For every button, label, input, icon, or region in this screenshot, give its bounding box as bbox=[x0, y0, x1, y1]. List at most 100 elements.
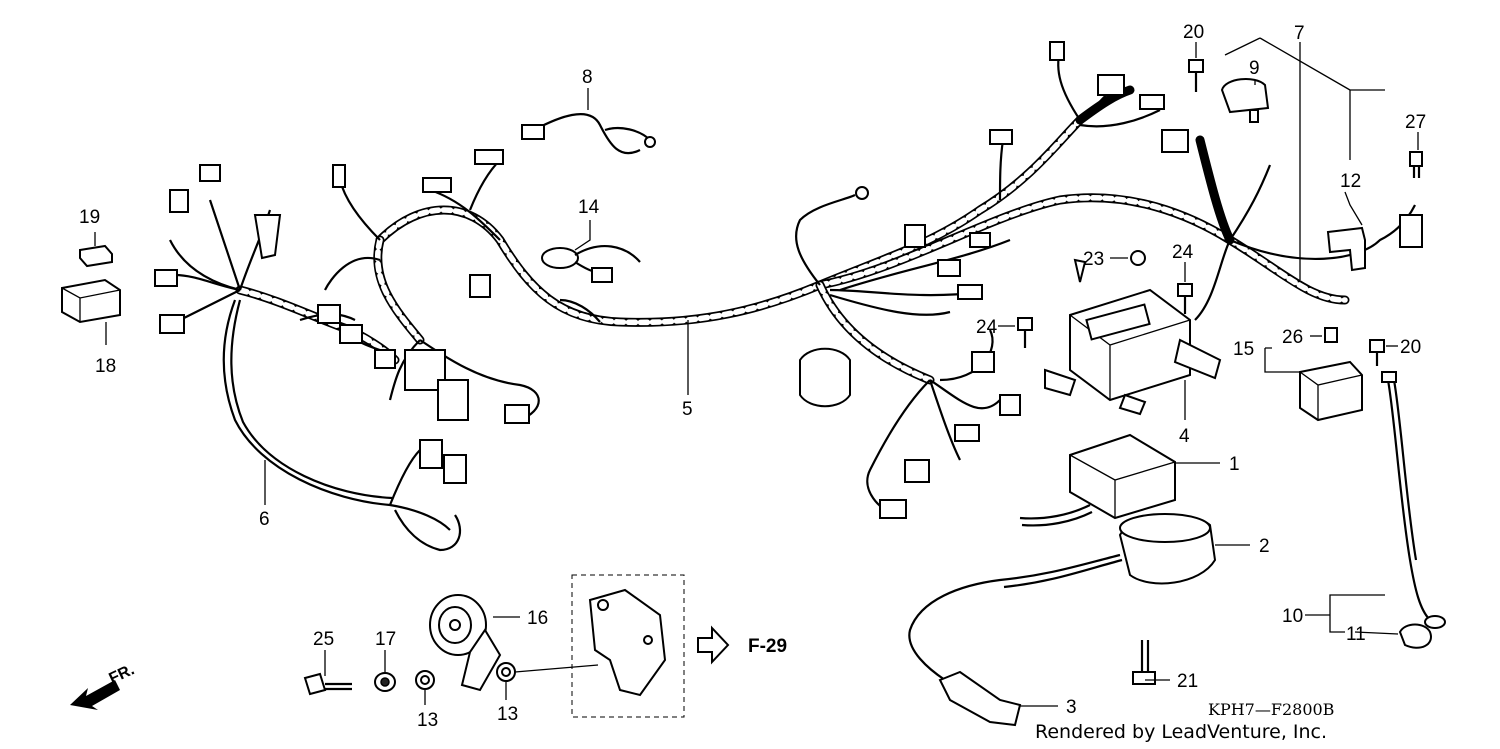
connector bbox=[443, 454, 467, 484]
connector bbox=[971, 351, 995, 373]
bolt-24-left[interactable] bbox=[1017, 317, 1033, 348]
bolt-20-right[interactable] bbox=[1369, 339, 1385, 366]
cover-12[interactable] bbox=[1326, 226, 1366, 272]
callout-21[interactable]: 21 bbox=[1177, 671, 1198, 692]
connector bbox=[969, 232, 991, 248]
bolt-20-top[interactable] bbox=[1188, 59, 1204, 92]
connector bbox=[469, 274, 491, 298]
diagram-code: KPH7—F2800B bbox=[1208, 700, 1334, 719]
front-direction-arrow-icon bbox=[70, 680, 120, 710]
cover-9[interactable] bbox=[1220, 78, 1270, 123]
callout-9[interactable]: 9 bbox=[1249, 58, 1260, 79]
connector bbox=[154, 269, 178, 287]
relay-15[interactable] bbox=[1299, 360, 1363, 422]
main-wire-harness[interactable] bbox=[324, 49, 1416, 517]
connector bbox=[1161, 129, 1189, 153]
credit-text: Rendered by LeadVenture, Inc. bbox=[1035, 721, 1327, 743]
connector bbox=[437, 379, 469, 421]
connector bbox=[1049, 41, 1065, 61]
connector bbox=[1399, 214, 1423, 248]
connector bbox=[419, 439, 443, 469]
callout-5[interactable]: 5 bbox=[682, 399, 693, 420]
callout-6[interactable]: 6 bbox=[259, 509, 270, 530]
connector bbox=[879, 499, 907, 519]
callout-25[interactable]: 25 bbox=[313, 629, 334, 650]
bolt-24-upper[interactable] bbox=[1177, 283, 1193, 314]
regulator-rectifier-4[interactable] bbox=[1044, 288, 1222, 416]
horn-bracket[interactable] bbox=[571, 574, 685, 718]
spark-plug-cap-3[interactable] bbox=[938, 670, 1022, 727]
connector bbox=[957, 284, 983, 300]
callout-13-right[interactable]: 13 bbox=[497, 704, 518, 725]
connector bbox=[169, 189, 189, 213]
connector bbox=[904, 459, 930, 483]
fuse-26[interactable] bbox=[1324, 327, 1338, 343]
harness-connectors bbox=[332, 41, 1423, 519]
callout-23[interactable]: 23 bbox=[1083, 249, 1104, 270]
callout-4[interactable]: 4 bbox=[1179, 426, 1190, 447]
callout-15[interactable]: 15 bbox=[1233, 339, 1254, 360]
connector bbox=[504, 404, 530, 424]
callout-8[interactable]: 8 bbox=[582, 67, 593, 88]
connector bbox=[937, 259, 961, 277]
connector bbox=[332, 164, 346, 188]
callout-16[interactable]: 16 bbox=[527, 608, 548, 629]
connector bbox=[954, 424, 980, 442]
connector bbox=[159, 314, 185, 334]
hollow-arrow-icon bbox=[697, 625, 730, 665]
callout-14[interactable]: 14 bbox=[578, 197, 600, 218]
connector bbox=[999, 394, 1021, 416]
connector bbox=[253, 214, 282, 260]
connector bbox=[989, 129, 1013, 145]
washer-13-right[interactable] bbox=[496, 662, 516, 682]
leader-lines bbox=[94, 37, 1419, 707]
connector bbox=[1139, 94, 1165, 110]
connector bbox=[1097, 74, 1125, 96]
callout-2[interactable]: 2 bbox=[1259, 536, 1270, 557]
fuse-27[interactable] bbox=[1409, 151, 1423, 178]
callout-13-left[interactable]: 13 bbox=[417, 710, 438, 731]
connector bbox=[339, 324, 363, 344]
lead-wire-14[interactable] bbox=[541, 245, 641, 283]
sub-wire-harness[interactable] bbox=[154, 164, 467, 552]
lead-wire-8[interactable] bbox=[521, 113, 656, 155]
horn-16[interactable] bbox=[429, 594, 502, 692]
callout-19[interactable]: 19 bbox=[79, 207, 100, 228]
bolt-21[interactable] bbox=[1132, 640, 1156, 685]
terminal-ring bbox=[855, 186, 869, 200]
connector-boot bbox=[799, 347, 851, 408]
connector bbox=[317, 304, 341, 324]
callout-27[interactable]: 27 bbox=[1405, 112, 1426, 133]
connector bbox=[904, 224, 926, 248]
callout-24-left[interactable]: 24 bbox=[976, 317, 998, 338]
connector bbox=[374, 349, 396, 369]
callout-20-right[interactable]: 20 bbox=[1400, 337, 1421, 358]
terminal-cap-11[interactable] bbox=[1398, 623, 1432, 649]
battery-cable-10[interactable] bbox=[1381, 371, 1446, 629]
connector bbox=[474, 149, 504, 165]
connector bbox=[422, 177, 452, 193]
washer-13-left[interactable] bbox=[415, 670, 435, 690]
callout-18[interactable]: 18 bbox=[95, 356, 116, 377]
callout-1[interactable]: 1 bbox=[1229, 454, 1240, 475]
callout-24-upper[interactable]: 24 bbox=[1172, 242, 1194, 263]
connector-19[interactable] bbox=[79, 244, 113, 268]
reference-label[interactable]: F-29 bbox=[748, 636, 787, 657]
callout-3[interactable]: 3 bbox=[1066, 697, 1077, 718]
bolt-25[interactable] bbox=[303, 672, 352, 696]
callout-26[interactable]: 26 bbox=[1282, 327, 1303, 348]
cdi-unit-1[interactable] bbox=[1019, 433, 1176, 527]
callout-7[interactable]: 7 bbox=[1294, 23, 1305, 44]
callout-20-top[interactable]: 20 bbox=[1183, 22, 1204, 43]
ignition-coil-2[interactable] bbox=[908, 513, 1217, 681]
callout-17[interactable]: 17 bbox=[375, 629, 396, 650]
relay-18[interactable] bbox=[61, 278, 121, 324]
connector bbox=[199, 164, 221, 182]
callout-11[interactable]: 11 bbox=[1346, 624, 1366, 645]
nut-23[interactable] bbox=[1073, 250, 1146, 283]
front-direction-label: FR. bbox=[107, 661, 138, 687]
collar-17[interactable] bbox=[374, 672, 396, 692]
callout-12[interactable]: 12 bbox=[1340, 171, 1361, 192]
callout-10[interactable]: 10 bbox=[1282, 606, 1303, 627]
